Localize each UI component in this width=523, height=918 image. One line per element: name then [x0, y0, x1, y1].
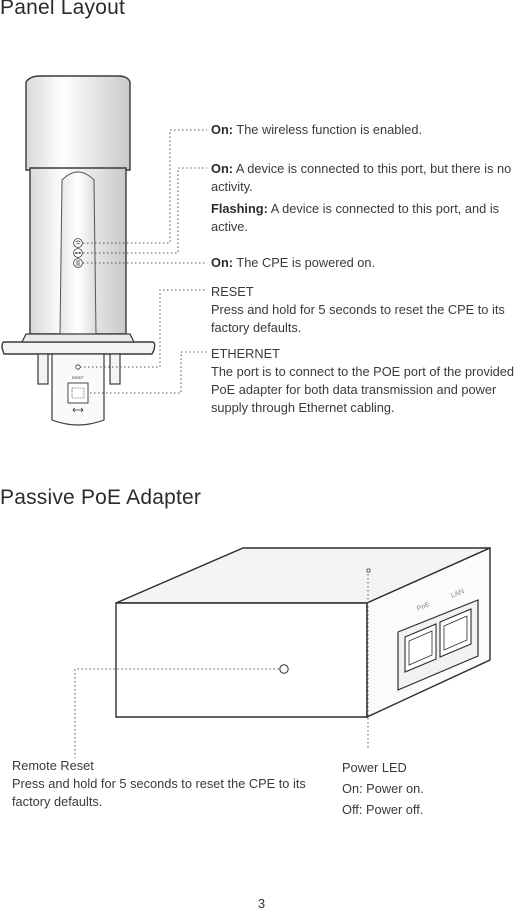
wireless-led-key: On:	[211, 122, 234, 137]
power-led-text: The CPE is powered on.	[233, 255, 376, 270]
remote-reset-description: Remote Reset Press and hold for 5 second…	[12, 757, 314, 811]
adapter-power-led-label: Power LED	[342, 760, 407, 775]
cpe-ethernet-port	[67, 382, 89, 404]
cpe-left-leg	[37, 353, 49, 385]
reset-description: RESET Press and hold for 5 seconds to re…	[211, 283, 523, 337]
ethernet-led-on-key: On:	[211, 161, 234, 176]
adapter-power-led-off: Off: Power off.	[342, 802, 424, 817]
remote-reset-text: Press and hold for 5 seconds to reset th…	[12, 776, 306, 809]
ethernet-led-flashing-key: Flashing:	[211, 201, 268, 216]
panel-layout-title: Panel Layout	[0, 0, 125, 19]
adapter-callout-lines	[74, 574, 369, 758]
power-led-description: On: The CPE is powered on.	[211, 254, 521, 272]
adapter-poe-port	[404, 623, 437, 673]
cpe-ethernet-arrow-icon	[72, 407, 84, 413]
wireless-led-description: On: The wireless function is enabled.	[211, 121, 521, 139]
adapter-power-led-description: Power LED On: Power on. Off: Power off.	[342, 757, 512, 820]
wireless-led-text: The wireless function is enabled.	[233, 122, 423, 137]
cpe-callout-lines	[80, 129, 207, 394]
adapter-poe-label: PoE	[416, 601, 431, 613]
remote-reset-label: Remote Reset	[12, 758, 94, 773]
cpe-right-leg	[109, 353, 121, 385]
adapter-power-led	[366, 568, 371, 573]
cpe-reset-text: RESET	[72, 376, 85, 380]
ethernet-led-flashing-description: Flashing: A device is connected to this …	[211, 200, 523, 236]
ethernet-led-on-description: On: A device is connected to this port, …	[211, 160, 523, 196]
cpe-top-cap	[25, 75, 131, 171]
adapter-lan-label: LAN	[450, 588, 465, 600]
cpe-reset-button	[75, 364, 81, 370]
adapter-power-led-on: On: Power on.	[342, 781, 424, 796]
cpe-mount-plate	[1, 341, 156, 355]
ethernet-text: The port is to connect to the POE port o…	[211, 364, 515, 415]
reset-text: Press and hold for 5 seconds to reset th…	[211, 302, 505, 335]
adapter-front	[115, 602, 368, 718]
reset-label: RESET	[211, 284, 254, 299]
ethernet-led-flashing-text: A device is connected to this port, and …	[211, 201, 500, 234]
page-number: 3	[257, 896, 266, 911]
power-led-key: On:	[211, 255, 234, 270]
ethernet-led-on-text: A device is connected to this port, but …	[211, 161, 512, 194]
adapter-lan-port	[439, 608, 472, 658]
cpe-led-icons	[73, 238, 83, 268]
adapter-remote-reset-button	[279, 664, 289, 674]
cpe-device: RESET	[1, 75, 156, 426]
ethernet-label: ETHERNET	[211, 346, 280, 361]
poe-adapter-title: Passive PoE Adapter	[0, 486, 202, 509]
ethernet-port-description: ETHERNET The port is to connect to the P…	[211, 345, 523, 417]
poe-adapter: PoE LAN	[115, 546, 491, 719]
